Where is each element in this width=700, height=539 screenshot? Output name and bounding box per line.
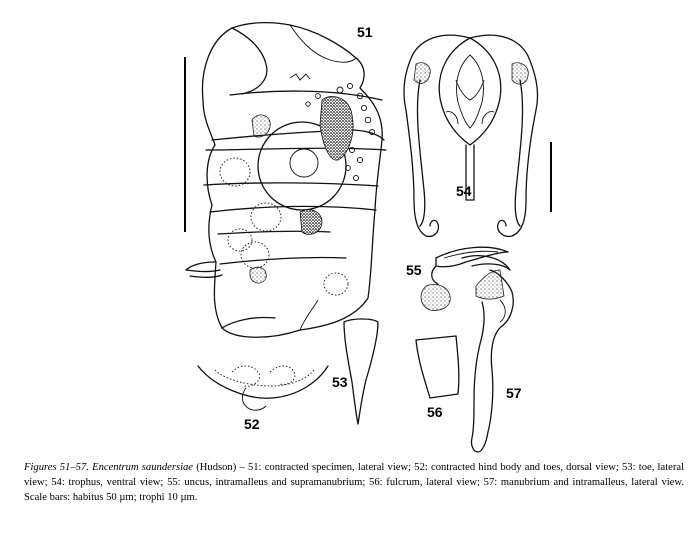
figure-53-drawing xyxy=(343,318,379,425)
figure-number-55: 55 xyxy=(406,262,422,278)
figure-51-drawing xyxy=(184,21,387,338)
figure-number-57: 57 xyxy=(506,385,522,401)
figure-caption: Figures 51–57. Encentrum saundersiae (Hu… xyxy=(24,460,684,505)
figure-number-53: 53 xyxy=(332,374,348,390)
caption-species: Encentrum saundersiae xyxy=(92,462,194,473)
figure-number-51: 51 xyxy=(357,24,373,40)
figure-number-54: 54 xyxy=(456,183,472,199)
figure-number-52: 52 xyxy=(244,416,260,432)
figure-54-drawing xyxy=(403,34,552,238)
figure-56-drawing xyxy=(415,335,460,399)
figure-57-drawing xyxy=(461,255,514,453)
figure-55-drawing xyxy=(420,246,509,311)
caption-text: (Hudson) – 51: contracted specimen, late… xyxy=(24,462,685,503)
figure-number-56: 56 xyxy=(427,404,443,420)
figure-52-drawing xyxy=(197,365,329,411)
caption-lead: Figures 51–57. xyxy=(24,462,89,473)
